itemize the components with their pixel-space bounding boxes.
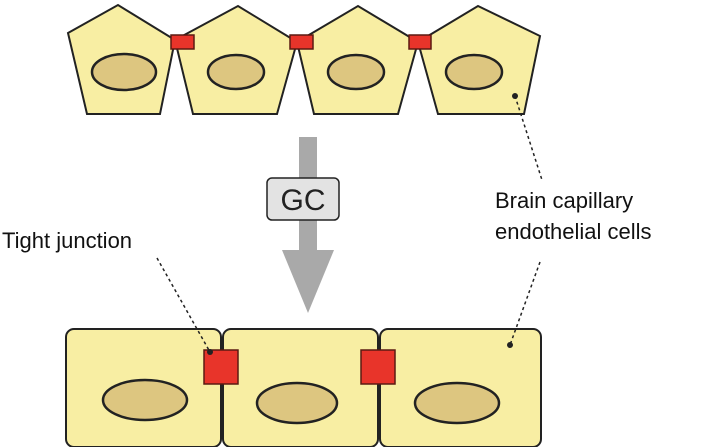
bottom-nucleus-3	[413, 381, 501, 425]
top-tight-junction-3	[408, 34, 432, 50]
gc-label-box	[266, 177, 340, 221]
top-nucleus-3	[326, 53, 386, 91]
cells-label-line2: endothelial cells	[495, 219, 652, 244]
cells-leader-bottom	[509, 261, 541, 346]
gc-label: GC	[281, 184, 326, 217]
bottom-nucleus-1	[101, 378, 189, 422]
tight-junction-pointer-dot	[207, 349, 213, 355]
top-cell-layer	[66, 3, 542, 115]
cells-label-line1: Brain capillary	[495, 188, 633, 213]
bottom-cell-layer	[65, 328, 542, 447]
bottom-nucleus-2	[255, 381, 339, 425]
tight-junction-label: Tight junction	[2, 228, 132, 253]
arrow-head	[282, 250, 334, 313]
gc-arrow: GC	[266, 137, 340, 313]
top-nucleus-1	[90, 52, 158, 92]
top-tight-junction-1	[170, 34, 195, 50]
bottom-tight-junction-1	[203, 349, 239, 385]
bottom-cell-pointer-dot	[507, 342, 513, 348]
leader-lines	[156, 93, 543, 355]
top-nucleus-4	[444, 53, 504, 91]
bottom-tight-junction-2	[360, 349, 396, 385]
cells-leader-top	[514, 95, 543, 181]
top-cell-pointer-dot	[512, 93, 518, 99]
top-tight-junction-2	[289, 34, 314, 50]
top-nucleus-2	[206, 53, 266, 91]
